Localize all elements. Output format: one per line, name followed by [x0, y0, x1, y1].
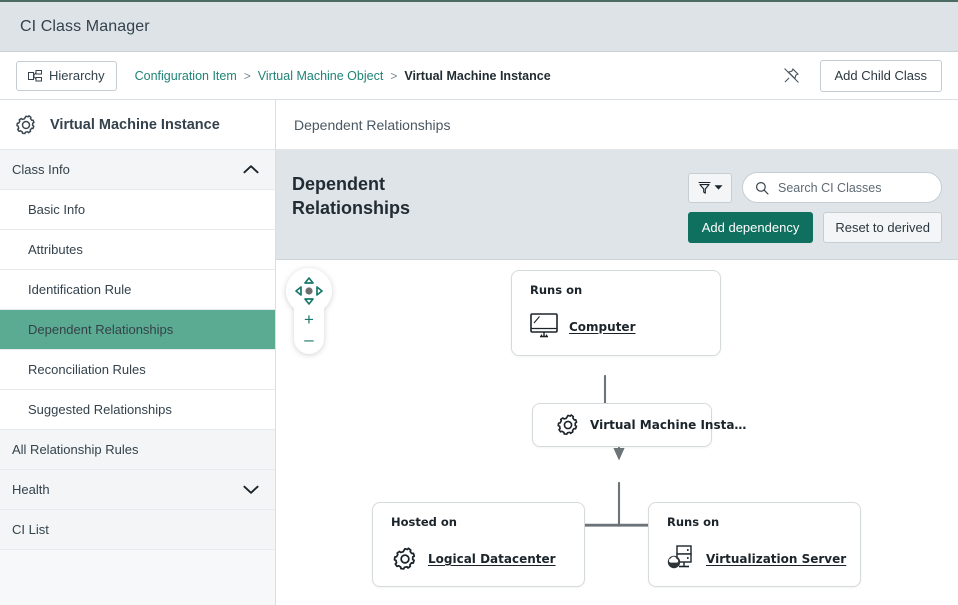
chevron-down-icon[interactable]: [243, 482, 259, 498]
main-section-header: Dependent Relationships: [276, 100, 958, 150]
node-name-label: Virtualization Server: [706, 552, 846, 566]
node-body: Logical Datacenter: [391, 545, 556, 573]
breadcrumb-item-current: Virtual Machine Instance: [404, 69, 550, 83]
content-split: Virtual Machine Instance Class Info Basi…: [0, 100, 958, 605]
node-body: Virtualization Server: [667, 545, 846, 573]
sidebar-item-reconciliation-rules[interactable]: Reconciliation Rules: [0, 350, 275, 390]
breadcrumb-item-configuration-item[interactable]: Configuration Item: [135, 69, 237, 83]
sidebar-item-all-relationship-rules[interactable]: All Relationship Rules: [0, 430, 275, 470]
sidebar-item-ci-list[interactable]: CI List: [0, 510, 275, 550]
node-name-label: Virtual Machine Insta…: [590, 418, 746, 432]
filter-icon: [698, 181, 711, 195]
add-dependency-button[interactable]: Add dependency: [688, 212, 814, 243]
main-panel: Dependent Relationships Dependent Relati…: [276, 100, 958, 605]
zoom-buttons: + –: [294, 309, 324, 354]
sidebar-item-attributes[interactable]: Attributes: [0, 230, 275, 270]
sidebar-item-label: Class Info: [12, 162, 243, 177]
sidebar-item-label: Identification Rule: [28, 282, 259, 297]
hierarchy-icon: [28, 69, 42, 83]
sidebar: Virtual Machine Instance Class Info Basi…: [0, 100, 276, 605]
zoom-in-button[interactable]: +: [296, 310, 322, 329]
diagram-node-logical-datacenter[interactable]: Hosted on Logical Datacenter: [372, 502, 585, 587]
reset-to-derived-button[interactable]: Reset to derived: [823, 212, 942, 243]
node-relation-label: Hosted on: [391, 515, 457, 529]
diagram-node-virtual-machine-instance[interactable]: Virtual Machine Insta…: [532, 403, 712, 447]
search-icon: [755, 181, 769, 195]
sidebar-filler: [0, 550, 275, 605]
sidebar-item-label: Suggested Relationships: [28, 402, 259, 417]
pan-compass-icon[interactable]: [286, 268, 332, 314]
node-body: Virtual Machine Insta…: [555, 412, 746, 438]
node-relation-label: Runs on: [530, 283, 582, 297]
chevron-up-icon[interactable]: [243, 162, 259, 178]
gear-icon: [14, 113, 38, 137]
zoom-out-button[interactable]: –: [296, 330, 322, 349]
gear-icon: [391, 545, 419, 573]
search-input[interactable]: [776, 180, 929, 196]
sidebar-header-label: Virtual Machine Instance: [50, 117, 220, 133]
pan-zoom-control[interactable]: + –: [286, 268, 332, 354]
title-bar: CI Class Manager: [0, 0, 958, 52]
sidebar-item-suggested-relationships[interactable]: Suggested Relationships: [0, 390, 275, 430]
toolbar-row-buttons: Add dependency Reset to derived: [688, 212, 942, 243]
node-body: Computer: [530, 313, 635, 340]
sidebar-item-health[interactable]: Health: [0, 470, 275, 510]
breadcrumb: Configuration Item > Virtual Machine Obj…: [135, 69, 551, 83]
node-relation-label: Runs on: [667, 515, 719, 529]
sidebar-item-label: Attributes: [28, 242, 259, 257]
breadcrumb-item-virtual-machine-object[interactable]: Virtual Machine Object: [258, 69, 384, 83]
sidebar-item-identification-rule[interactable]: Identification Rule: [0, 270, 275, 310]
server-cloud-icon: [667, 545, 697, 573]
sidebar-item-label: Health: [12, 482, 243, 497]
sidebar-item-label: Basic Info: [28, 202, 259, 217]
breadcrumb-separator: >: [244, 69, 251, 83]
gear-icon: [555, 412, 581, 438]
node-name-label: Computer: [569, 320, 635, 334]
monitor-icon: [530, 313, 560, 340]
sidebar-item-class-info[interactable]: Class Info: [0, 150, 275, 190]
breadcrumb-separator: >: [390, 69, 397, 83]
page-title: CI Class Manager: [20, 18, 150, 36]
sidebar-item-label: Reconciliation Rules: [28, 362, 259, 377]
add-child-class-button[interactable]: Add Child Class: [820, 60, 943, 92]
sidebar-item-label: CI List: [12, 522, 259, 537]
hierarchy-button-label: Hierarchy: [49, 68, 105, 83]
sidebar-item-label: Dependent Relationships: [28, 322, 259, 337]
unpin-icon[interactable]: [778, 62, 806, 90]
chevron-down-icon: [714, 184, 723, 191]
relationship-diagram-canvas[interactable]: + – Runs on: [276, 260, 958, 605]
toolbar-actions: Add dependency Reset to derived: [688, 172, 942, 243]
breadcrumb-toolbar: Hierarchy Configuration Item > Virtual M…: [0, 52, 958, 100]
panel-toolbar: Dependent Relationships: [276, 150, 958, 260]
hierarchy-button[interactable]: Hierarchy: [16, 61, 117, 91]
search-box[interactable]: [742, 172, 942, 203]
diagram-node-virtualization-server[interactable]: Runs on: [648, 502, 861, 587]
node-name-label: Logical Datacenter: [428, 552, 556, 566]
sidebar-header: Virtual Machine Instance: [0, 100, 275, 150]
toolbar-row-search: [688, 172, 942, 203]
sidebar-item-dependent-relationships[interactable]: Dependent Relationships: [0, 310, 275, 350]
sidebar-item-basic-info[interactable]: Basic Info: [0, 190, 275, 230]
filter-button[interactable]: [688, 173, 732, 203]
sidebar-item-label: All Relationship Rules: [12, 442, 259, 457]
panel-title: Dependent Relationships: [292, 172, 442, 221]
diagram-node-computer[interactable]: Runs on Computer: [511, 270, 721, 356]
